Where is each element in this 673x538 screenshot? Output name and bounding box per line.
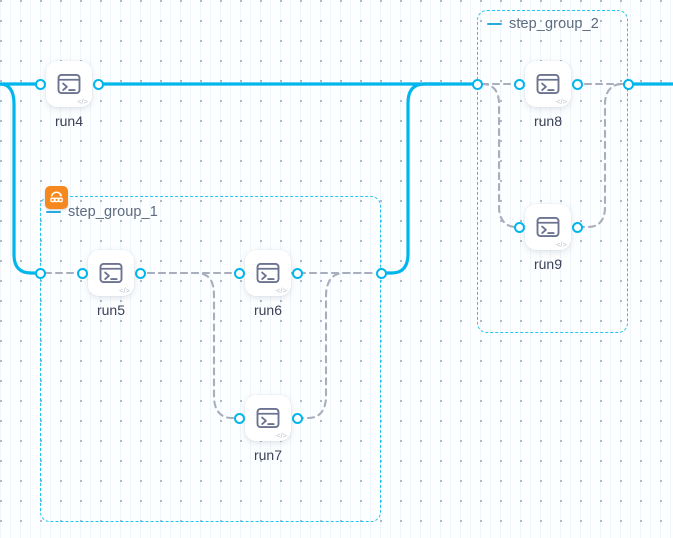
group-1-entry-port[interactable] — [34, 267, 46, 279]
node-run5-output-port[interactable] — [134, 267, 146, 279]
group-2-entry-port[interactable] — [471, 78, 483, 90]
group-2-title: step_group_2 — [509, 16, 599, 32]
code-glyph: </> — [276, 285, 287, 295]
node-run6-output-port[interactable] — [291, 267, 303, 279]
group-2-header[interactable]: step_group_2 — [487, 16, 599, 32]
node-run8-output-port[interactable] — [571, 78, 583, 90]
group-1-title: step_group_1 — [68, 204, 158, 220]
node-run7-card[interactable]: </> — [245, 395, 291, 441]
node-run9-input-port[interactable] — [513, 221, 525, 233]
node-run9-label: run9 — [533, 256, 563, 272]
node-run5-label: run5 — [96, 302, 126, 318]
group-2-exit-port[interactable] — [622, 78, 634, 90]
terminal-icon — [256, 407, 280, 429]
group-step-group-1[interactable] — [40, 196, 381, 522]
node-run7-input-port[interactable] — [233, 412, 245, 424]
terminal-icon — [536, 216, 560, 238]
code-glyph: </> — [119, 285, 130, 295]
node-run9-output-port[interactable] — [571, 221, 583, 233]
terminal-icon — [57, 73, 81, 95]
group-1-header[interactable]: step_group_1 — [46, 204, 158, 220]
terminal-icon — [99, 262, 123, 284]
terminal-icon — [256, 262, 280, 284]
node-run7-label: run7 — [253, 447, 283, 463]
loop-iteration-badge[interactable] — [45, 186, 68, 209]
node-run4-output-port[interactable] — [92, 78, 104, 90]
node-run8-card[interactable]: </> — [525, 61, 571, 107]
terminal-icon — [536, 73, 560, 95]
edge-group1-to-main — [379, 82, 442, 275]
node-run5-input-port[interactable] — [76, 267, 88, 279]
node-run6-card[interactable]: </> — [245, 250, 291, 296]
node-run6-input-port[interactable] — [233, 267, 245, 279]
node-run7-output-port[interactable] — [291, 412, 303, 424]
node-run4-card[interactable]: </> — [46, 61, 92, 107]
code-glyph: </> — [276, 430, 287, 440]
collapse-minus-icon[interactable] — [46, 211, 61, 213]
code-glyph: </> — [77, 96, 88, 106]
node-run8-label: run8 — [533, 113, 563, 129]
node-run8-input-port[interactable] — [513, 78, 525, 90]
group-1-exit-port[interactable] — [375, 267, 387, 279]
loop-iteration-icon — [50, 191, 63, 203]
collapse-minus-icon[interactable] — [487, 23, 502, 25]
node-run6-label: run6 — [253, 302, 283, 318]
node-run9-card[interactable]: </> — [525, 204, 571, 250]
node-run4-label: run4 — [54, 113, 84, 129]
code-glyph: </> — [556, 239, 567, 249]
group-step-group-2[interactable] — [477, 10, 628, 333]
node-run5-card[interactable]: </> — [88, 250, 134, 296]
node-run4-input-port[interactable] — [34, 78, 46, 90]
code-glyph: </> — [556, 96, 567, 106]
